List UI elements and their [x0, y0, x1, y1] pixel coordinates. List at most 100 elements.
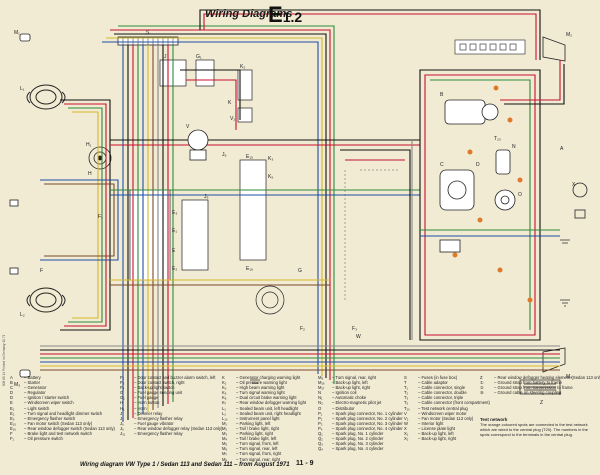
- legend-key: Q₁: [318, 431, 323, 437]
- legend-key: M₃: [222, 431, 228, 437]
- test-network-title: Test network: [480, 417, 508, 422]
- legend-entry: M₃– Parking light, right: [222, 431, 306, 436]
- legend-entry: V₂– Fan motor (Sedan 113 only): [404, 416, 490, 421]
- headlight-left-top: [26, 84, 66, 110]
- label-w: W: [356, 334, 361, 340]
- horn-component: [88, 146, 112, 170]
- label-h1: H₁: [86, 142, 92, 148]
- legend-entry: L₁– Sealed beam unit, left headlight: [222, 406, 306, 411]
- legend-entry: X₂– Back-up light, right: [404, 436, 490, 441]
- legend-entry: L₂– Sealed beam unit, right headlight: [222, 411, 306, 416]
- legend-text: – Rear window defogger heating element (…: [494, 375, 600, 380]
- legend-text: – Fuel gauge: [134, 395, 159, 401]
- legend-key: Z: [480, 375, 483, 380]
- legend-text: – Generator charging warning light: [236, 375, 301, 380]
- legend-text: – Starter: [24, 380, 41, 386]
- legend-key: Q₂: [318, 436, 323, 442]
- label-e3: E₃: [172, 210, 177, 216]
- ignition-coil: [495, 149, 511, 175]
- legend-text: – Ground strap from battery to frame: [494, 380, 562, 386]
- label-x: X: [572, 182, 576, 188]
- legend-entry: J– Dimmer relay: [120, 411, 222, 416]
- legend-key: K₇: [222, 400, 227, 406]
- wiring-harness: [40, 9, 565, 422]
- label-j9: J₉: [204, 194, 209, 200]
- legend-entry: G₁– Fuel gauge: [120, 395, 222, 400]
- legend-entry: X₁– Back-up light, left: [404, 431, 490, 436]
- legend-key: W: [404, 420, 408, 426]
- legend-key: T₂₀: [404, 405, 410, 411]
- legend-text: – Ignition / starter switch: [24, 395, 70, 401]
- legend-key: L₁: [222, 405, 226, 411]
- legend-key: T₂: [404, 390, 409, 396]
- legend-text: – Emergency flasher switch: [24, 415, 76, 421]
- legend-text: – Door contact and buzzer alarm switch, …: [134, 375, 216, 380]
- legend-key: ⑩: [480, 390, 484, 396]
- legend-entry: M₇– Turn signal, front, right: [222, 451, 306, 456]
- fuse-row-right: [454, 39, 526, 55]
- diagram-code-letter: E: [268, 2, 283, 27]
- legend-entry: J₃₁ – Emergency flasher relay: [120, 431, 222, 436]
- legend-text: – Spark plug, No. 1 cylinder: [332, 431, 384, 437]
- legend-key: S: [404, 375, 407, 380]
- diagram-code-number: 1.2: [282, 9, 303, 25]
- legend-text: – Sealed beam unit, right headlight: [236, 410, 301, 416]
- legend-key: E₁: [10, 405, 15, 411]
- label-g: G: [298, 268, 302, 274]
- legend-key: P₄: [318, 425, 323, 431]
- label-o: O: [518, 192, 522, 198]
- legend-text: – Electro-magnetic pilot jet: [332, 400, 382, 406]
- legend-text: – Test network central plug: [418, 405, 468, 411]
- legend-text: – Emergency flasher relay: [134, 431, 183, 437]
- label-t20: T₂₀: [494, 136, 501, 142]
- legend-entry: E₁₅– Fan motor switch (Sedan 113 only): [10, 421, 115, 426]
- legend-text: – High beam warning light: [236, 385, 285, 391]
- label-v2: V₂: [230, 116, 235, 122]
- label-f: F: [40, 268, 43, 274]
- legend-key: J₃₁: [120, 431, 126, 437]
- label-d: D: [476, 162, 480, 168]
- test-network-note: Test network The orange coloured spots a…: [480, 417, 592, 437]
- legend-text: – Back-up light, right: [332, 385, 371, 391]
- legend-text: – Dual circuit brake warning light: [236, 395, 297, 401]
- legend-text: – Rear window defogger switch (Sedan 113…: [24, 425, 115, 431]
- legend-text: – Spark plug, No. 3 cylinder: [332, 441, 384, 447]
- legend-entry: M₁₇– Back-up light, right: [318, 385, 403, 390]
- legend-text: – Turn signal warning light: [236, 390, 285, 396]
- legend-key: M₉: [318, 375, 324, 380]
- legend-entry: P₂– Spark plug connector, No. 2 cylinder: [318, 416, 403, 421]
- legend-text: – Spark plug, No. 2 cylinder: [332, 436, 384, 442]
- legend-entry: M₉– Turn signal, rear, right: [318, 375, 403, 380]
- legend-entry: M₆– Turn signal, rear, left: [222, 446, 306, 451]
- legend-key: F₄: [120, 385, 125, 391]
- label-f3: F₃: [352, 326, 357, 332]
- legend-text: – Turn signal and headlight dimmer switc…: [24, 410, 103, 416]
- legend-entry: T₂– Cable connector, double: [404, 390, 490, 395]
- legend-key: M₁: [222, 420, 227, 426]
- legend-key: B: [10, 380, 13, 386]
- label-f1: F₁: [98, 214, 103, 220]
- legend-text: – Tail / brake light, left: [236, 436, 277, 442]
- legend-entry: ①– Ground strap from battery to frame: [480, 380, 600, 385]
- legend-key: V₂: [404, 415, 409, 421]
- legend-key: X₁: [404, 431, 409, 437]
- legend-entry: T₂₀ – Test network central plug: [404, 406, 490, 411]
- print-note: 808 60 14 Printed in Germany 10.71: [2, 334, 6, 386]
- legend-entry: K₃– High beam warning light: [222, 385, 306, 390]
- legend-entry: K₆– Dual circuit brake warning light: [222, 395, 306, 400]
- legend-text: – Fuses (in fuse box): [418, 375, 458, 380]
- legend-key: A: [10, 375, 13, 380]
- legend-entry: P₄– Spark plug connector, No. 4 cylinder: [318, 426, 403, 431]
- legend-entry: D– Regulator: [10, 390, 115, 395]
- turn-signal-front-left: [9, 33, 31, 378]
- label-f2: F₂: [300, 326, 305, 332]
- label-k3: K₃: [268, 156, 273, 162]
- legend-text: – Generator: [24, 385, 47, 391]
- legend-key: T₅: [404, 400, 409, 406]
- legend-entry: ②– Ground strap from transmission to fra…: [480, 385, 600, 390]
- legend-text: – Tail / brake light, right: [236, 425, 279, 431]
- legend-key: G: [120, 390, 124, 396]
- legend-key: M₂: [222, 425, 228, 431]
